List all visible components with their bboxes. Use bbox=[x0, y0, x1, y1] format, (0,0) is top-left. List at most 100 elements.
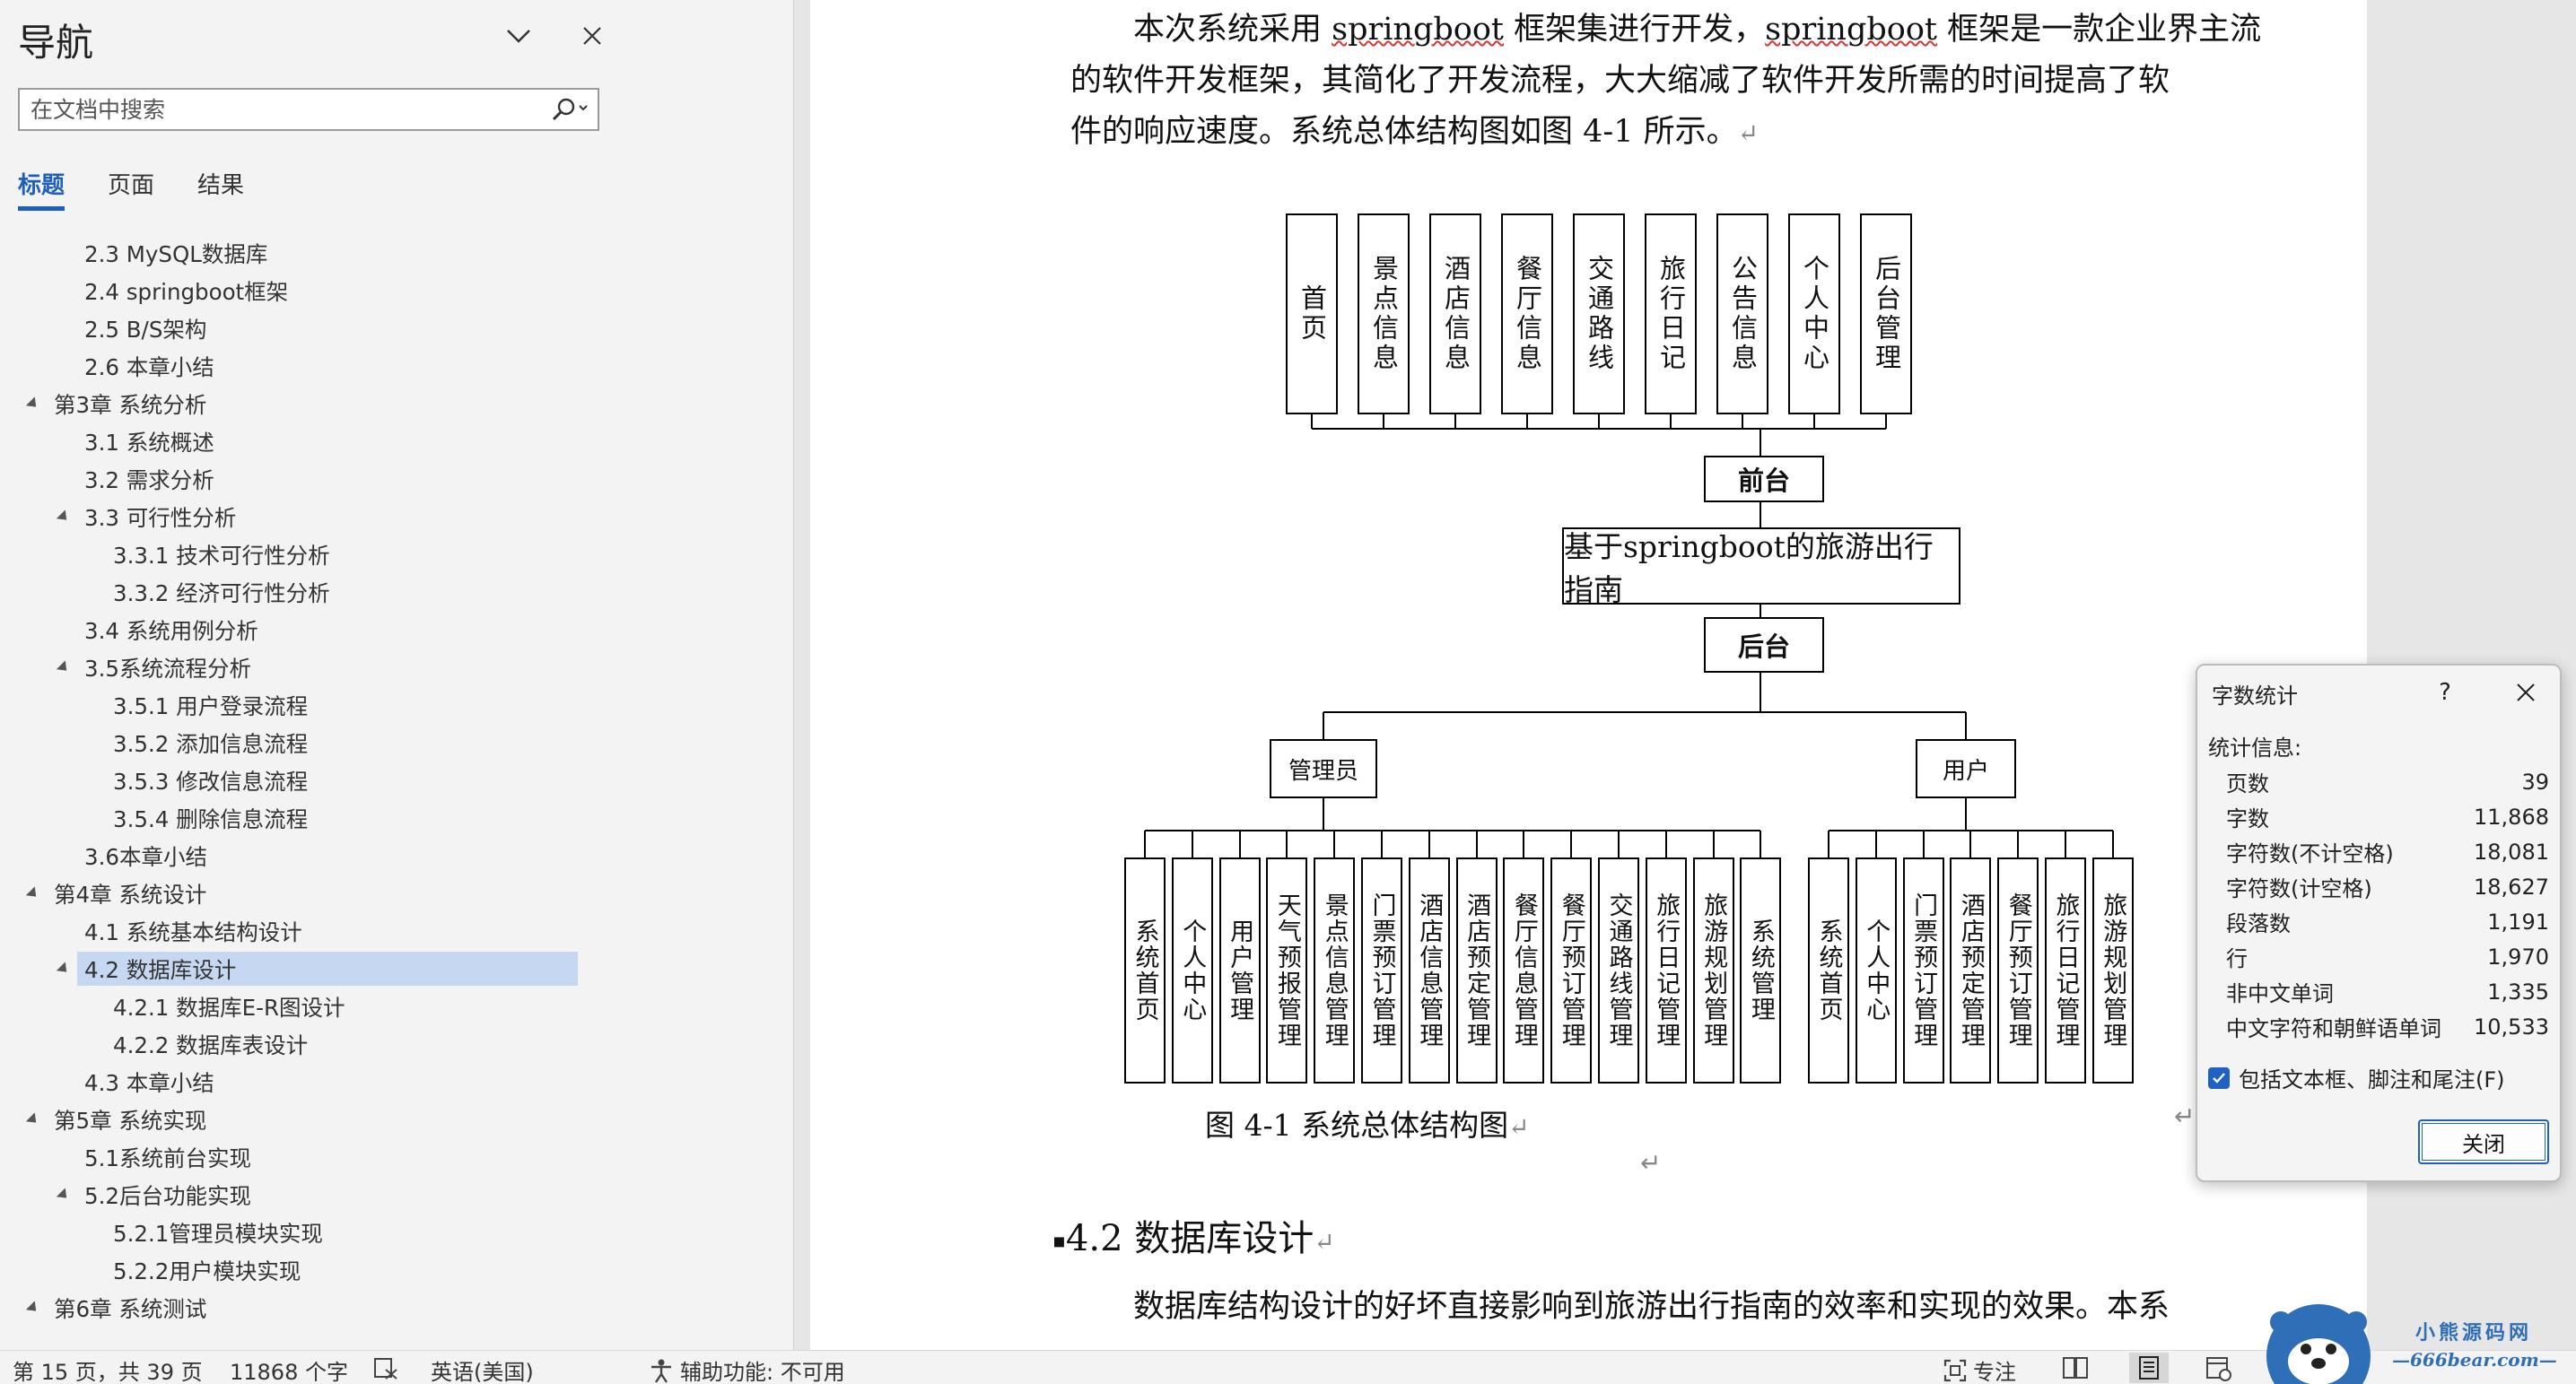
stat-row: 字符数(不计空格)18,081 bbox=[2226, 834, 2549, 869]
spell-flagged-word[interactable]: springboot bbox=[1332, 12, 1504, 48]
connector-line bbox=[1712, 831, 1715, 857]
admin-module-box: 酒店预定管理 bbox=[1455, 857, 1498, 1084]
tab-1[interactable]: 页面 bbox=[108, 172, 155, 199]
tree-item-label: 4.2 数据库设计 bbox=[84, 956, 237, 983]
proofing-icon[interactable] bbox=[373, 1357, 400, 1380]
expand-arrow-icon[interactable] bbox=[56, 1187, 72, 1203]
focus-mode-button[interactable]: 专注 bbox=[1943, 1354, 2016, 1384]
connector-line bbox=[1760, 831, 1762, 857]
admin-module-box: 个人中心 bbox=[1171, 857, 1213, 1084]
tree-item[interactable]: 3.5.3 修改信息流程 bbox=[0, 762, 794, 799]
search-icon bbox=[552, 98, 588, 121]
tree-item[interactable]: 5.2后台功能实现 bbox=[0, 1176, 794, 1214]
paragraph-line-1: 本次系统采用 springboot 框架集进行开发，springboot 框架是… bbox=[1133, 4, 2261, 49]
tree-item[interactable]: 3.1 系统概述 bbox=[0, 422, 794, 460]
tab-2[interactable]: 结果 bbox=[197, 172, 245, 199]
tree-item[interactable]: 3.3.1 技术可行性分析 bbox=[0, 535, 794, 573]
nav-close-button[interactable] bbox=[574, 18, 610, 54]
connector-line bbox=[1383, 414, 1384, 429]
spell-flagged-word[interactable]: springboot bbox=[1765, 12, 1937, 48]
tree-item-label: 3.5.2 添加信息流程 bbox=[113, 730, 309, 757]
include-checkbox[interactable] bbox=[2208, 1066, 2230, 1089]
tree-item[interactable]: 3.4 系统用例分析 bbox=[0, 611, 794, 648]
connector-line bbox=[1523, 831, 1525, 857]
connector-line bbox=[1969, 831, 1972, 857]
nav-tabs: 标题 页面 结果 bbox=[18, 167, 287, 217]
stat-value: 10,533 bbox=[2474, 1014, 2549, 1040]
read-mode-button[interactable] bbox=[2062, 1356, 2089, 1380]
expand-arrow-icon[interactable] bbox=[56, 509, 72, 525]
nav-options-button[interactable] bbox=[499, 18, 538, 54]
tree-item[interactable]: 4.2.2 数据库表设计 bbox=[0, 1025, 794, 1063]
include-label: 包括文本框、脚注和尾注(F) bbox=[2239, 1067, 2505, 1092]
tree-item[interactable]: 3.5系统流程分析 bbox=[0, 648, 794, 686]
tree-item[interactable]: 第6章 系统测试 bbox=[0, 1289, 794, 1327]
tree-item[interactable]: 第3章 系统分析 bbox=[0, 385, 794, 422]
admin-module-box: 天气预报管理 bbox=[1266, 857, 1308, 1084]
tree-item[interactable]: 3.3 可行性分析 bbox=[0, 498, 794, 535]
tree-item-label: 第3章 系统分析 bbox=[54, 391, 207, 418]
chevron-down-icon bbox=[507, 30, 530, 43]
status-bar: 第 15 页，共 39 页 11868 个字 英语(美国) 辅助功能: 不可用 … bbox=[0, 1350, 2576, 1384]
tree-item[interactable]: 3.6本章小结 bbox=[0, 837, 794, 875]
tree-item[interactable]: 3.5.4 删除信息流程 bbox=[0, 799, 794, 837]
expand-arrow-icon[interactable] bbox=[25, 885, 41, 901]
stat-label: 非中文单词 bbox=[2226, 981, 2334, 1006]
tree-item[interactable]: 3.5.2 添加信息流程 bbox=[0, 724, 794, 762]
accessibility-label: 辅助功能: 不可用 bbox=[680, 1360, 845, 1384]
front-module-box: 首页 bbox=[1286, 213, 1338, 414]
tree-item[interactable]: 4.2 数据库设计 bbox=[0, 950, 794, 988]
document-page[interactable]: 本次系统采用 springboot 框架集进行开发，springboot 框架是… bbox=[810, 0, 2367, 1350]
word-count-indicator[interactable]: 11868 个字 bbox=[230, 1360, 348, 1384]
bear-logo-icon bbox=[2266, 1304, 2371, 1384]
print-layout-button[interactable] bbox=[2129, 1353, 2169, 1383]
book-icon bbox=[2063, 1357, 2088, 1379]
connector-line bbox=[1618, 831, 1620, 857]
tree-item[interactable]: 5.2.1管理员模块实现 bbox=[0, 1214, 794, 1251]
watermark-line-1: 小熊源码网 bbox=[2415, 1321, 2533, 1345]
expand-arrow-icon[interactable] bbox=[25, 1300, 41, 1316]
language-indicator[interactable]: 英语(美国) bbox=[431, 1360, 534, 1384]
tree-item[interactable]: 3.3.2 经济可行性分析 bbox=[0, 573, 794, 611]
connector-line bbox=[1238, 831, 1241, 857]
connector-line bbox=[1144, 831, 1146, 857]
tree-item[interactable]: 第4章 系统设计 bbox=[0, 875, 794, 912]
tab-0[interactable]: 标题 bbox=[18, 167, 65, 215]
user-module-box: 酒店预定管理 bbox=[1950, 857, 1992, 1084]
include-textboxes-option[interactable]: 包括文本框、脚注和尾注(F) bbox=[2208, 1062, 2505, 1093]
connector-line bbox=[1475, 831, 1478, 857]
page-indicator[interactable]: 第 15 页，共 39 页 bbox=[13, 1360, 203, 1384]
web-layout-button[interactable] bbox=[2205, 1356, 2232, 1381]
dialog-close-button[interactable] bbox=[2508, 675, 2544, 710]
tree-item[interactable]: 3.2 需求分析 bbox=[0, 460, 794, 498]
tree-item[interactable]: 4.2.1 数据库E-R图设计 bbox=[0, 988, 794, 1025]
tree-item[interactable]: 5.1系统前台实现 bbox=[0, 1138, 794, 1176]
connector-line bbox=[1829, 830, 2113, 831]
accessibility-indicator[interactable]: 辅助功能: 不可用 bbox=[648, 1354, 845, 1384]
tree-item-label: 2.4 springboot框架 bbox=[84, 278, 289, 305]
watermark: 小熊源码网 —666bear.com— bbox=[2261, 1302, 2576, 1384]
front-module-box: 景点信息 bbox=[1358, 213, 1410, 414]
tree-item[interactable]: 2.4 springboot框架 bbox=[0, 272, 794, 309]
paragraph-mark: ↵ bbox=[1640, 1148, 1662, 1178]
tree-item[interactable]: 4.3 本章小结 bbox=[0, 1063, 794, 1101]
expand-arrow-icon[interactable] bbox=[56, 961, 72, 977]
tree-item[interactable]: 4.1 系统基本结构设计 bbox=[0, 912, 794, 950]
expand-arrow-icon[interactable] bbox=[56, 659, 72, 675]
paragraph-mark: ↵ bbox=[1508, 1112, 1530, 1142]
help-button[interactable]: ? bbox=[2439, 679, 2451, 706]
tree-item[interactable]: 2.5 B/S架构 bbox=[0, 309, 794, 347]
search-button[interactable] bbox=[542, 90, 598, 129]
tree-item[interactable]: 3.5.1 用户登录流程 bbox=[0, 686, 794, 724]
close-button[interactable]: 关闭 bbox=[2418, 1119, 2549, 1164]
search-input[interactable] bbox=[20, 90, 542, 129]
expand-arrow-icon[interactable] bbox=[25, 396, 41, 412]
tree-item[interactable]: 2.6 本章小结 bbox=[0, 347, 794, 385]
tree-item[interactable]: 第5章 系统实现 bbox=[0, 1101, 794, 1138]
expand-arrow-icon[interactable] bbox=[25, 1111, 41, 1127]
tree-item[interactable]: 2.3 MySQL数据库 bbox=[0, 234, 794, 272]
tree-item[interactable]: 5.2.2用户模块实现 bbox=[0, 1251, 794, 1289]
front-module-box: 后台管理 bbox=[1860, 213, 1912, 414]
